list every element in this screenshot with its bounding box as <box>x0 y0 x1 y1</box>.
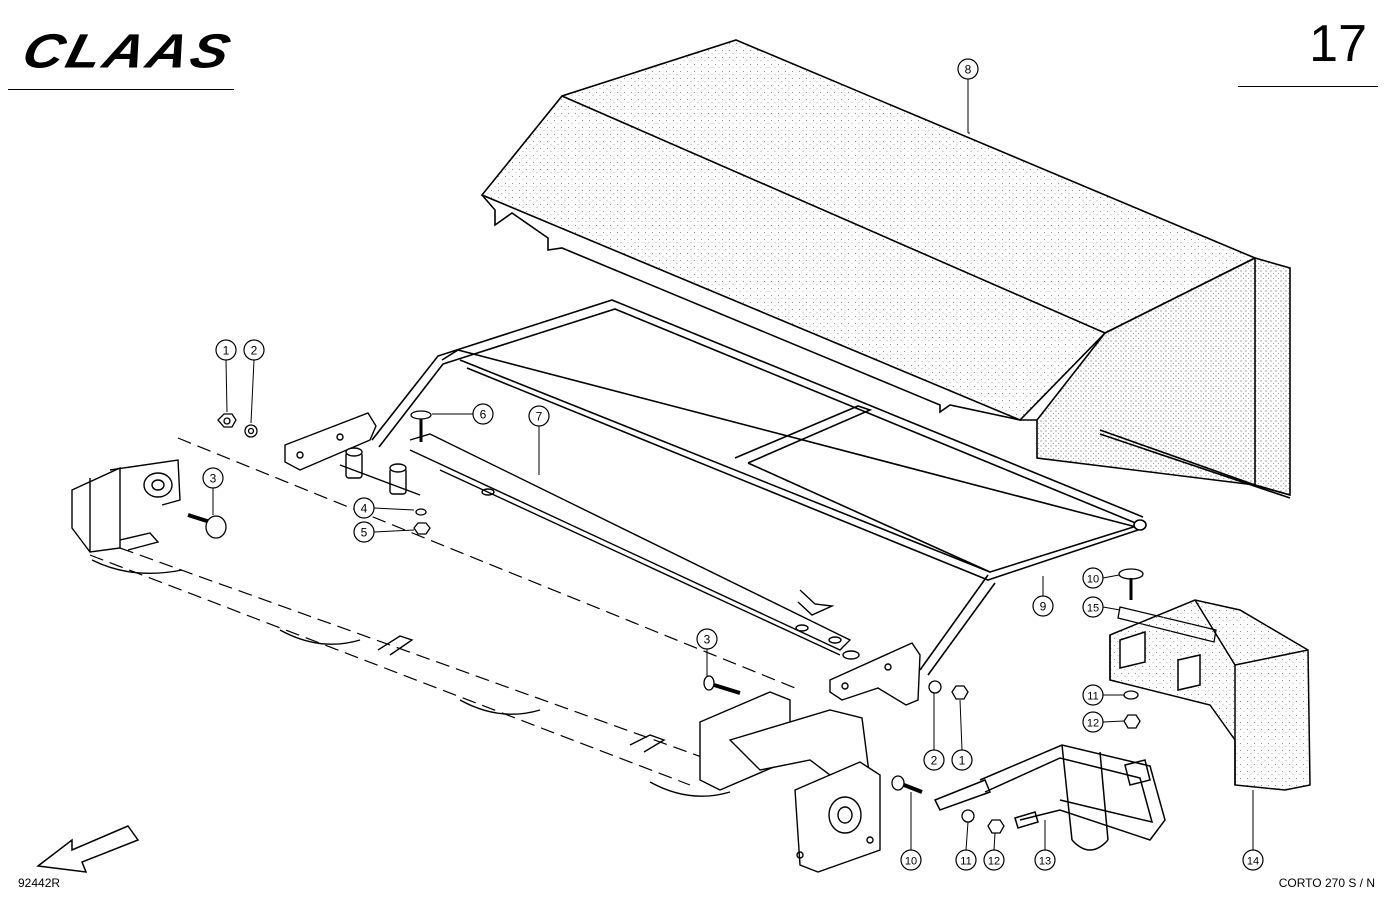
callout-circle <box>900 849 922 871</box>
callout-circle <box>215 339 237 361</box>
callout-c4: 4 <box>353 497 375 519</box>
callout-c14: 14 <box>1242 849 1264 871</box>
callout-number: 2 <box>931 754 938 768</box>
callout-number: 8 <box>965 63 972 77</box>
callout-c10b: 10 <box>900 849 922 871</box>
callout-circle <box>1082 711 1104 733</box>
callout-circle <box>923 749 945 771</box>
model-name: CORTO 270 S / N <box>1278 876 1375 890</box>
callout-c7: 7 <box>528 405 550 427</box>
callout-number: 12 <box>1087 718 1099 730</box>
header-rule-left <box>8 89 234 90</box>
callout-c15: 15 <box>1082 596 1104 618</box>
callout-c11a: 11 <box>1082 684 1104 706</box>
drawing-number: 92442R <box>18 876 61 890</box>
side-guard-part-14 <box>1109 599 1311 791</box>
callout-circle <box>202 467 224 489</box>
callout-number: 3 <box>210 472 217 486</box>
callout-number: 3 <box>704 633 711 647</box>
callout-c12a: 12 <box>1082 711 1104 733</box>
callout-number: 14 <box>1247 856 1259 868</box>
callout-number: 13 <box>1039 856 1051 868</box>
callout-circle <box>353 497 375 519</box>
callout-circle <box>1082 567 1104 589</box>
callout-c3a: 3 <box>202 467 224 489</box>
leader-lines <box>212 79 1254 851</box>
callout-circle <box>696 628 718 650</box>
callout-number: 2 <box>251 344 258 358</box>
callout-c9: 9 <box>1032 595 1054 617</box>
callout-circle <box>1034 849 1056 871</box>
mounting-plate-part-7 <box>409 433 852 656</box>
callout-circle <box>955 849 977 871</box>
callout-circle <box>528 405 550 427</box>
callout-c2b: 2 <box>923 749 945 771</box>
tube-frame-part-9 <box>371 299 1147 676</box>
callout-number: 7 <box>536 410 543 424</box>
callout-number: 6 <box>480 408 487 422</box>
callout-c5: 5 <box>353 521 375 543</box>
callout-number: 10 <box>905 856 917 868</box>
callout-c11b: 11 <box>955 849 977 871</box>
support-stand-part-13 <box>933 744 1166 851</box>
page-number: 17 <box>1309 15 1367 73</box>
callout-c8a: 8 <box>957 58 979 80</box>
callout-circle <box>1082 684 1104 706</box>
callout-number: 12 <box>988 856 1000 868</box>
callout-circle <box>243 339 265 361</box>
callout-number: 11 <box>960 856 971 868</box>
callout-number: 1 <box>223 344 230 358</box>
travel-direction-arrow-icon <box>36 825 140 873</box>
header-rule-right <box>1238 86 1378 87</box>
callout-number: 15 <box>1087 603 1099 615</box>
callout-circle <box>1082 596 1104 618</box>
callout-c1b: 1 <box>951 749 973 771</box>
callout-circle <box>472 403 494 425</box>
callout-circle <box>951 749 973 771</box>
right-bracket <box>829 642 921 706</box>
callout-circle <box>353 521 375 543</box>
callout-c1a: 1 <box>215 339 237 361</box>
callout-c2a: 2 <box>243 339 265 361</box>
callout-number: 10 <box>1087 574 1099 586</box>
callout-circle <box>1032 595 1054 617</box>
callout-number: 11 <box>1087 691 1098 703</box>
callout-c10a: 10 <box>1082 567 1104 589</box>
callout-c13: 13 <box>1034 849 1056 871</box>
hood-cover-part-8 <box>480 39 1291 499</box>
callout-number: 5 <box>361 526 368 540</box>
callout-c3b: 3 <box>696 628 718 650</box>
callout-c12b: 12 <box>983 849 1005 871</box>
hardware-left <box>187 410 432 539</box>
callout-c6: 6 <box>472 403 494 425</box>
left-bracket <box>284 412 421 496</box>
callout-circle <box>957 58 979 80</box>
callout-number: 9 <box>1040 600 1047 614</box>
cutter-bar-assembly <box>71 437 881 873</box>
callout-circle <box>1242 849 1264 871</box>
callout-number: 1 <box>959 754 966 768</box>
callout-number: 4 <box>361 502 368 516</box>
callout-circle <box>983 849 1005 871</box>
